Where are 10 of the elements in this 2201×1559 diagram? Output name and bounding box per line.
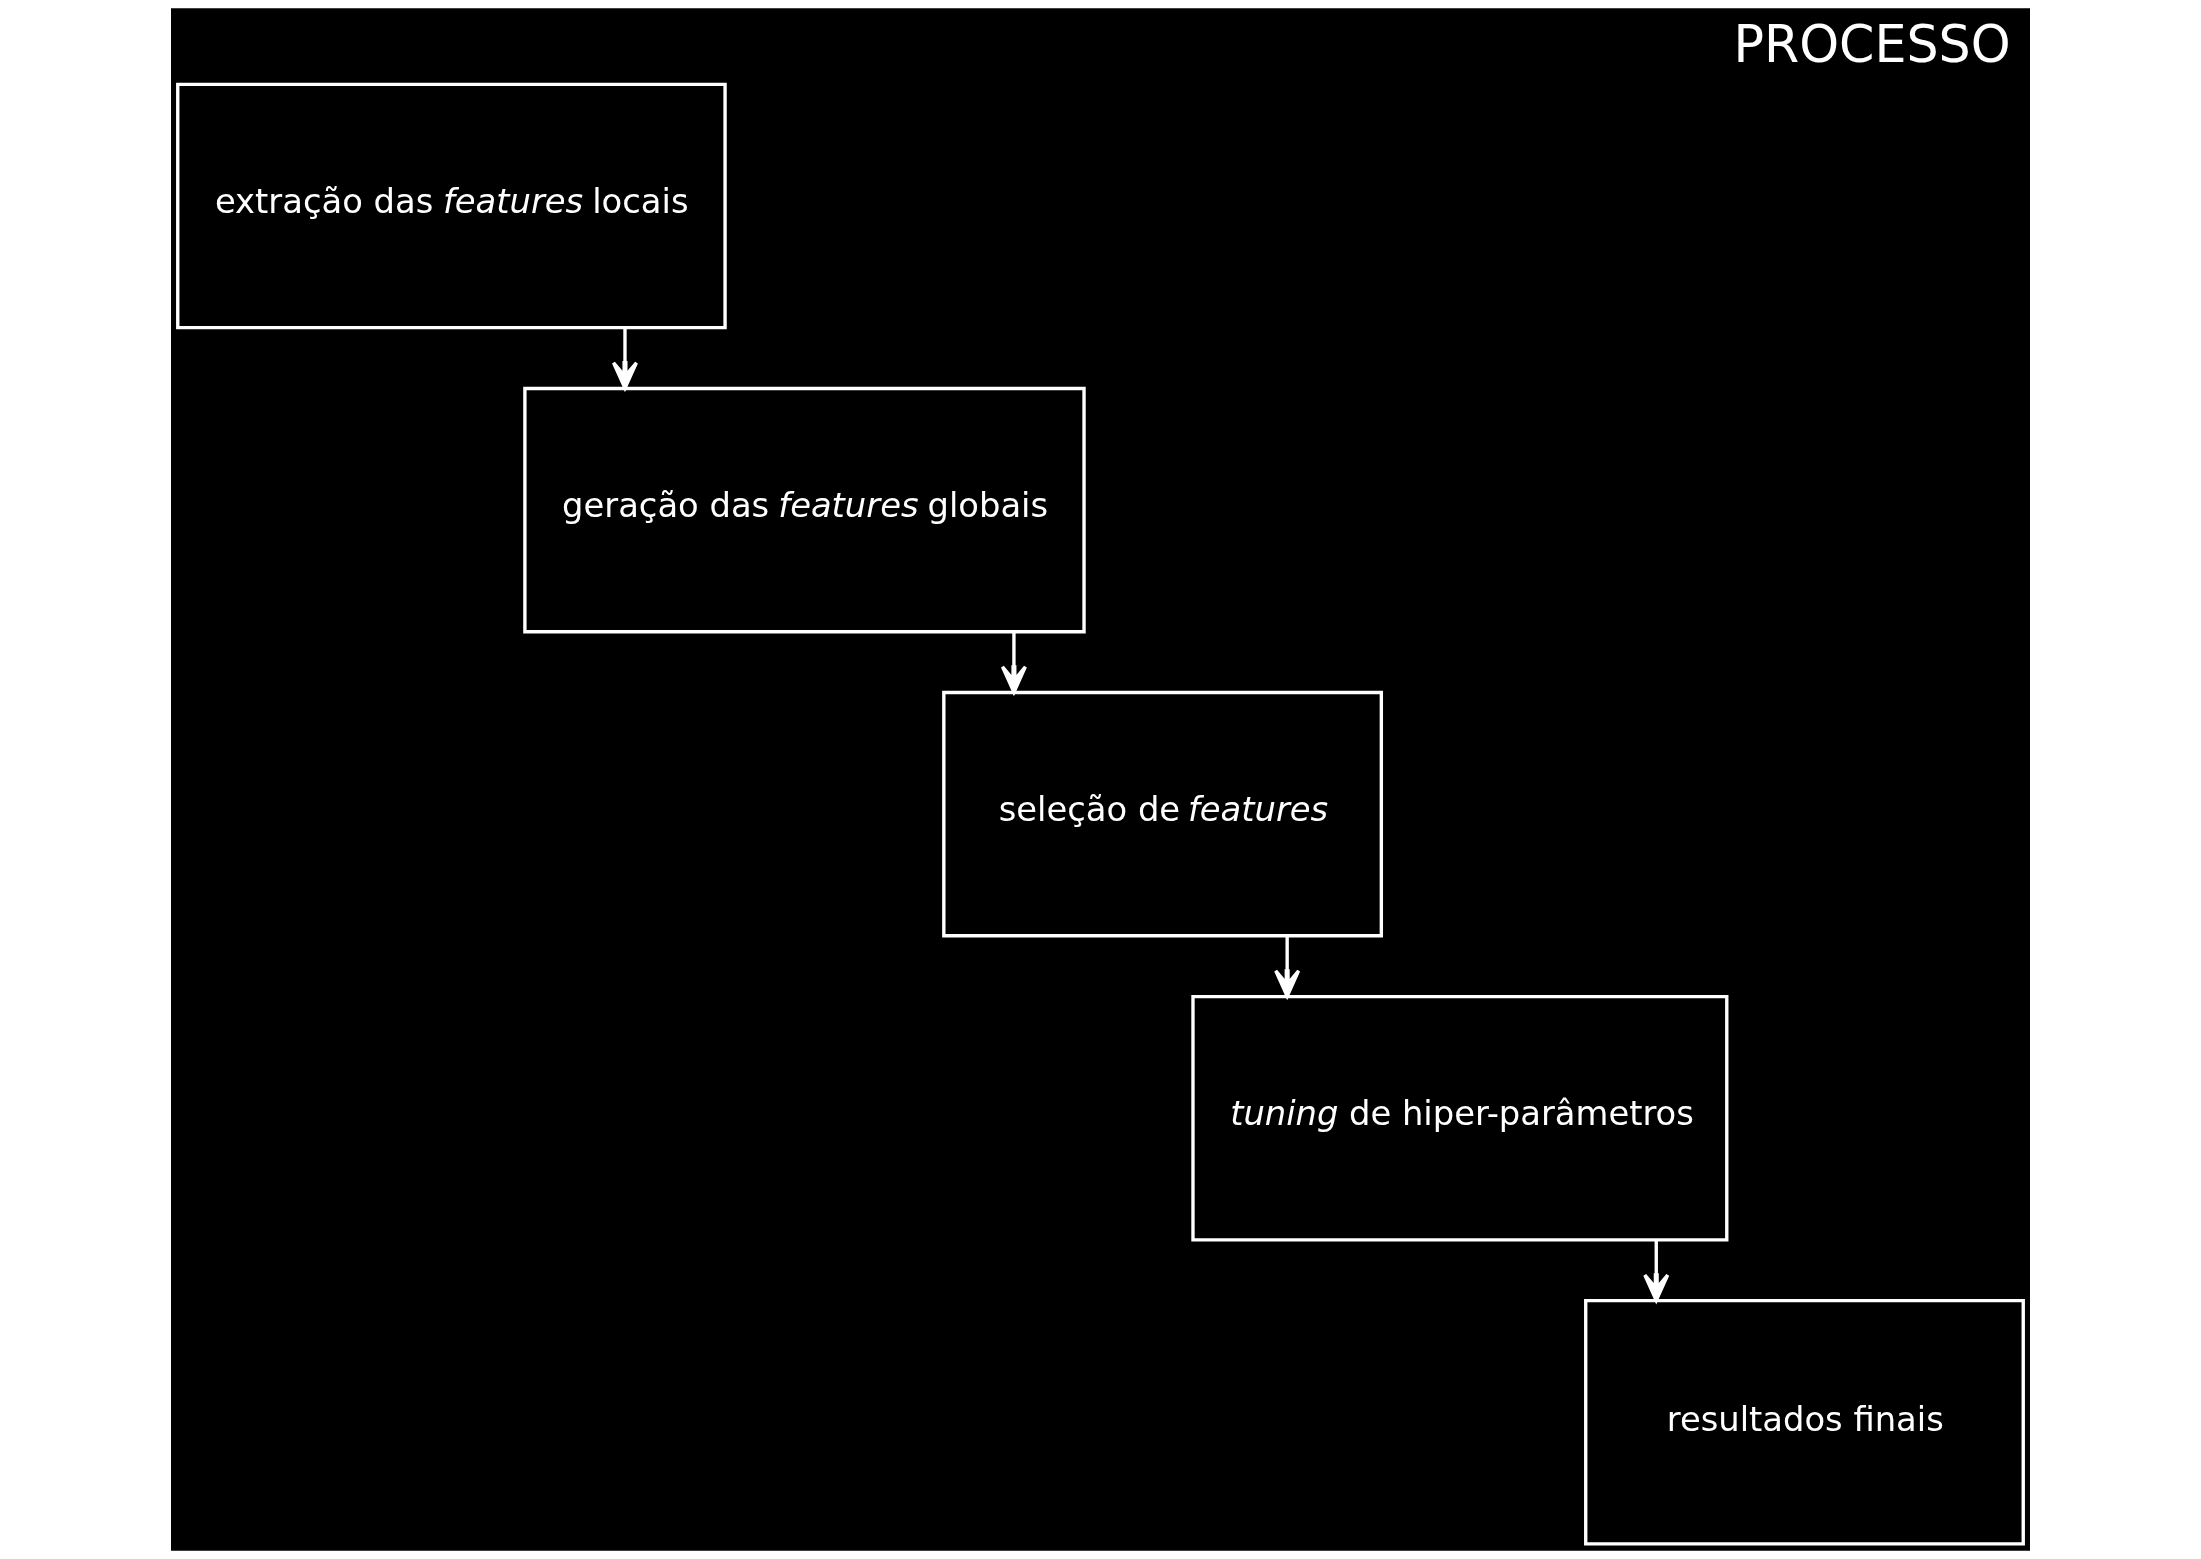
node-box: tuning de hiper-parâmetros bbox=[1191, 994, 1729, 1242]
arrow bbox=[1000, 632, 1027, 694]
arrow bbox=[611, 327, 639, 390]
node-box: extração das features locais bbox=[176, 82, 727, 330]
node-box: seleção de features bbox=[942, 690, 1383, 938]
arrow bbox=[1643, 1240, 1670, 1302]
node-box: geração das features globais bbox=[523, 386, 1086, 634]
diagram-title: PROCESSO bbox=[1733, 15, 2011, 75]
arrow bbox=[1274, 936, 1301, 998]
node-box: resultados finais bbox=[1584, 1298, 2025, 1546]
